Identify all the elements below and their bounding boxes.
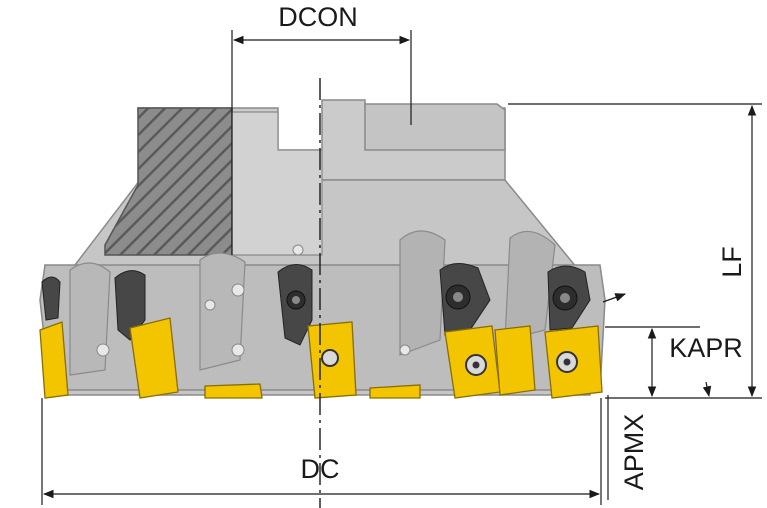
keyway-slot [364, 103, 506, 151]
kapr-angle-mark [702, 381, 712, 398]
insert [369, 384, 421, 399]
screw-icon [560, 293, 570, 303]
chip-pocket-2 [504, 230, 556, 341]
screws [286, 284, 578, 311]
insert-screw-icon [472, 361, 480, 369]
coolant-hole [399, 344, 411, 356]
screw-icon [453, 292, 463, 302]
clamp [41, 276, 61, 321]
insert [129, 317, 179, 399]
coolant-hole [292, 244, 304, 256]
kapr-angle-ref [602, 293, 627, 303]
coolant-hole [231, 283, 245, 297]
insert [204, 383, 263, 399]
insert [39, 321, 69, 399]
insert [494, 325, 536, 396]
label-apmx: APMX [619, 414, 649, 491]
section-hatch [104, 107, 233, 256]
coolant-hole [231, 343, 245, 357]
dimensions [41, 30, 762, 505]
section-step [231, 111, 323, 256]
label-lf: LF [717, 246, 747, 278]
label-dcon: DCON [278, 2, 358, 32]
label-kapr: KAPR [669, 333, 743, 363]
chip-pocket-4 [69, 262, 111, 376]
label-dc: DC [301, 454, 340, 484]
coolant-hole [204, 299, 216, 311]
coolant-hole [96, 343, 110, 357]
chip-pocket-3 [199, 252, 246, 371]
chip-pocket-1 [399, 230, 446, 356]
insert-screw-icon [563, 358, 571, 366]
screw-icon [292, 296, 300, 304]
insert-screw-icon [321, 349, 339, 367]
